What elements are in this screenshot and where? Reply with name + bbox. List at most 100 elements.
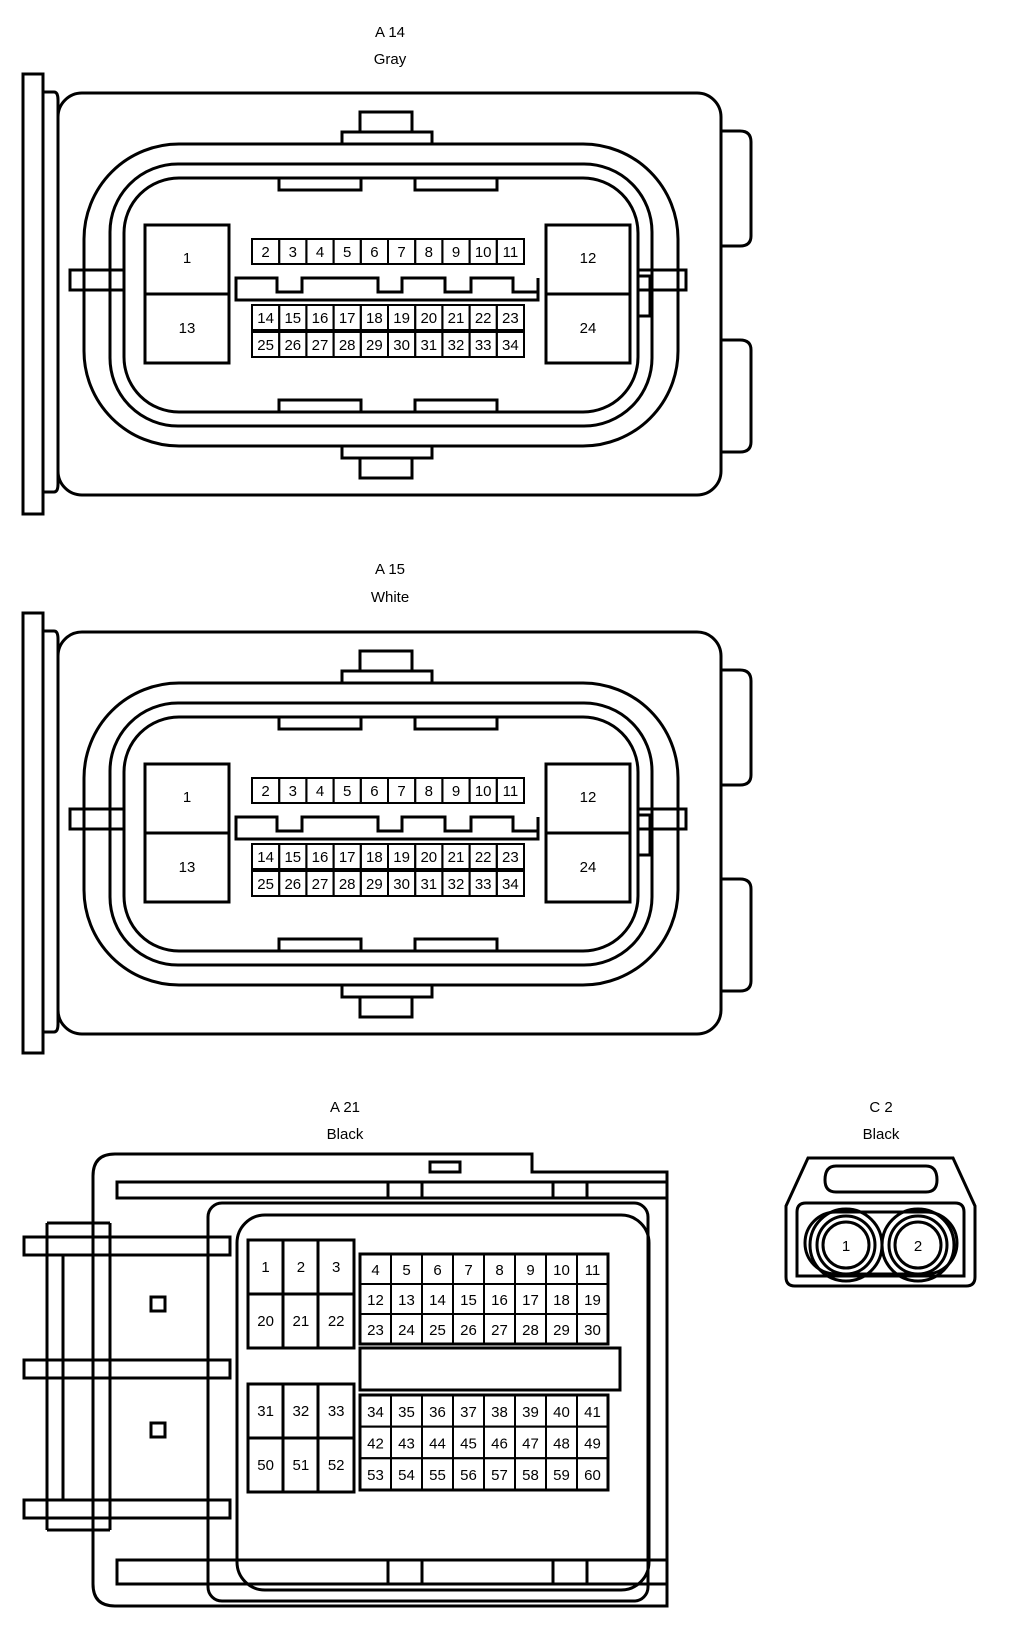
pin-label: 54 <box>398 1467 415 1484</box>
pin-label: 16 <box>312 310 329 327</box>
pin-label: 45 <box>460 1435 477 1452</box>
pin-label: 16 <box>491 1292 508 1309</box>
pin-label: 14 <box>257 310 274 327</box>
pin-label: 2 <box>261 244 269 261</box>
pin-label: 19 <box>393 310 410 327</box>
pin-label: 20 <box>420 310 437 327</box>
pin-label: 9 <box>452 783 460 800</box>
pin-label: 1 <box>261 1259 269 1276</box>
connector-a15-housing <box>21 611 753 1055</box>
pin-label: 24 <box>398 1322 415 1339</box>
pin-label: 38 <box>491 1404 508 1421</box>
pin-label: 29 <box>366 876 383 893</box>
pin-label: 21 <box>448 310 465 327</box>
pin-label: 42 <box>367 1435 384 1452</box>
pin-label: 2 <box>261 783 269 800</box>
connector-a21-id: A 21 <box>330 1099 360 1116</box>
pin-label: 19 <box>584 1292 601 1309</box>
connector-a14-color: Gray <box>374 51 407 68</box>
pin-label: 53 <box>367 1467 384 1484</box>
pin-label: 16 <box>312 849 329 866</box>
pin-label: 1 <box>183 250 191 267</box>
pin-label: 17 <box>522 1292 539 1309</box>
pin-label: 29 <box>366 337 383 354</box>
pin-label: 5 <box>343 783 351 800</box>
pin-label: 15 <box>460 1292 477 1309</box>
pin-label: 9 <box>452 244 460 261</box>
pin-label: 34 <box>502 337 519 354</box>
pin-label: 10 <box>475 244 492 261</box>
pin-label: 21 <box>448 849 465 866</box>
pin-label: 8 <box>495 1262 503 1279</box>
pin-label: 8 <box>425 244 433 261</box>
pin-label: 25 <box>257 337 274 354</box>
pin-label: 34 <box>502 876 519 893</box>
pin-label: 23 <box>502 310 519 327</box>
pin-label: 26 <box>460 1322 477 1339</box>
pin-label: 12 <box>580 789 597 806</box>
pin-label: 17 <box>339 849 356 866</box>
pin-label: 22 <box>328 1313 345 1330</box>
pin-label: 48 <box>553 1435 570 1452</box>
pin-label: 7 <box>397 783 405 800</box>
pin-label: 20 <box>420 849 437 866</box>
pin-label: 31 <box>420 876 437 893</box>
pin-label: 13 <box>179 859 196 876</box>
connector-a14-id: A 14 <box>375 24 405 41</box>
pin-label: 43 <box>398 1435 415 1452</box>
pin-label: 10 <box>553 1262 570 1279</box>
connector-a21-housing <box>22 1152 669 1608</box>
pin-label: 33 <box>475 876 492 893</box>
pin-label: 23 <box>367 1322 384 1339</box>
pin-label: 25 <box>257 876 274 893</box>
pin-label: 20 <box>257 1313 274 1330</box>
pin-label: 26 <box>284 337 301 354</box>
pin-label: 2 <box>297 1259 305 1276</box>
pin-label: 33 <box>328 1403 345 1420</box>
pin-cell <box>495 304 525 331</box>
pin-label: 11 <box>503 244 519 261</box>
pin-label: 11 <box>585 1262 601 1279</box>
pin-cell <box>495 777 525 804</box>
pin-label: 17 <box>339 310 356 327</box>
pin-label: 44 <box>429 1435 446 1452</box>
pin-label: 3 <box>332 1259 340 1276</box>
pin-label: 60 <box>584 1467 601 1484</box>
pin-label: 51 <box>293 1457 310 1474</box>
pin-label: 56 <box>460 1467 477 1484</box>
pin-label: 55 <box>429 1467 446 1484</box>
pin-label: 23 <box>502 849 519 866</box>
pin-label: 6 <box>370 783 378 800</box>
pin-label: 36 <box>429 1404 446 1421</box>
pin-label: 14 <box>429 1292 446 1309</box>
pin-label: 1 <box>183 789 191 806</box>
pin-label: 58 <box>522 1467 539 1484</box>
pin-cell <box>576 1457 609 1491</box>
pin-label: 46 <box>491 1435 508 1452</box>
pin-label: 12 <box>580 250 597 267</box>
pin-label: 39 <box>522 1404 539 1421</box>
connector-c2-pin: 2 <box>914 1238 922 1255</box>
pin-label: 32 <box>293 1403 310 1420</box>
connector-c2: C 2 Black 1 2 <box>784 1099 977 1288</box>
connector-c2-housing <box>784 1156 977 1288</box>
pin-label: 15 <box>284 849 301 866</box>
pin-label: 3 <box>289 244 297 261</box>
pin-label: 12 <box>367 1292 384 1309</box>
connector-c2-pin: 1 <box>842 1238 850 1255</box>
pin-label: 11 <box>503 783 519 800</box>
pin-label: 22 <box>475 849 492 866</box>
pin-label: 15 <box>284 310 301 327</box>
pin-label: 13 <box>398 1292 415 1309</box>
connector-a21: A 21 Black <box>22 1099 669 1608</box>
pin-label: 6 <box>433 1262 441 1279</box>
pin-label: 22 <box>475 310 492 327</box>
pin-label: 28 <box>339 337 356 354</box>
pin-label: 47 <box>522 1435 539 1452</box>
pin-label: 7 <box>464 1262 472 1279</box>
connector-c2-id: C 2 <box>869 1099 892 1116</box>
pin-label: 5 <box>343 244 351 261</box>
